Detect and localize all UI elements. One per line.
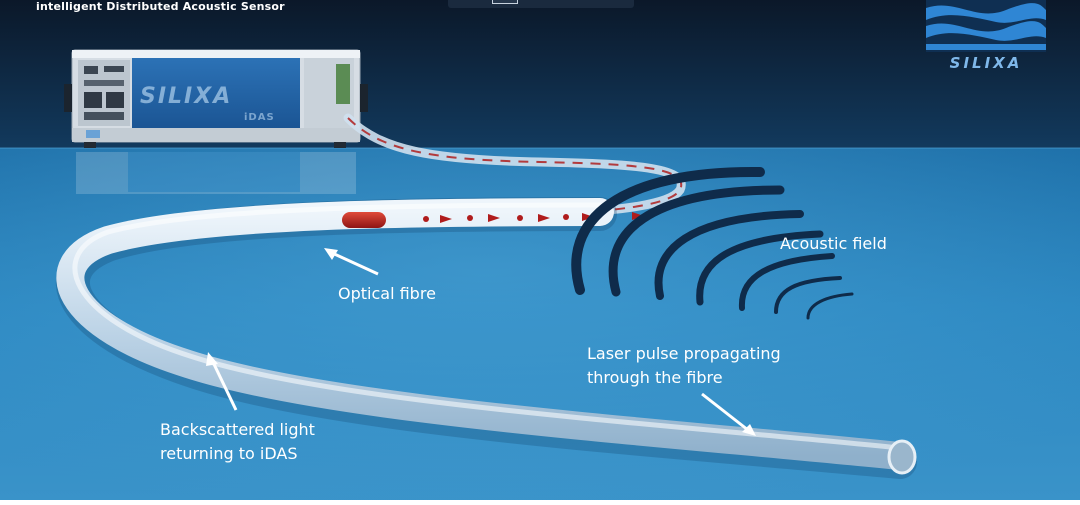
device-brand-label: SILIXA <box>140 84 233 109</box>
backscattered-label-line2: returning to iDAS <box>160 444 298 463</box>
acoustic-field-waves <box>571 166 854 320</box>
optical-fibre-label: Optical fibre <box>338 284 436 303</box>
laser-pulse-arrow <box>701 392 749 432</box>
backscattered-label-line1: Backscattered light <box>160 420 315 439</box>
fibre-end <box>887 439 917 475</box>
window-control-icon <box>492 0 518 4</box>
fibre-highlight <box>72 202 903 451</box>
laser-pulse-label-line1: Laser pulse propagating <box>587 344 781 363</box>
silixa-logo-text: SILIXA <box>949 54 1023 72</box>
device-reflection <box>76 152 356 194</box>
device-model-label: iDAS <box>244 112 275 123</box>
silixa-logo-icon <box>926 0 1046 52</box>
backscatter-arrow <box>210 359 238 411</box>
optical-fibre-arrow <box>329 250 379 276</box>
bottom-border <box>0 500 1080 505</box>
optical-fibre-tube <box>56 198 914 470</box>
product-subtitle: intelligent Distributed Acoustic Sensor <box>36 0 285 13</box>
laser-pulse <box>342 212 386 228</box>
fibre-feed-core <box>347 117 683 215</box>
acoustic-field-label: Acoustic field <box>780 234 887 253</box>
idas-device <box>64 49 368 148</box>
window-top-bar <box>448 0 634 8</box>
pulse-trail <box>423 212 644 223</box>
pointer-arrows <box>206 248 756 436</box>
laser-pulse-label-line2: through the fibre <box>587 368 723 387</box>
